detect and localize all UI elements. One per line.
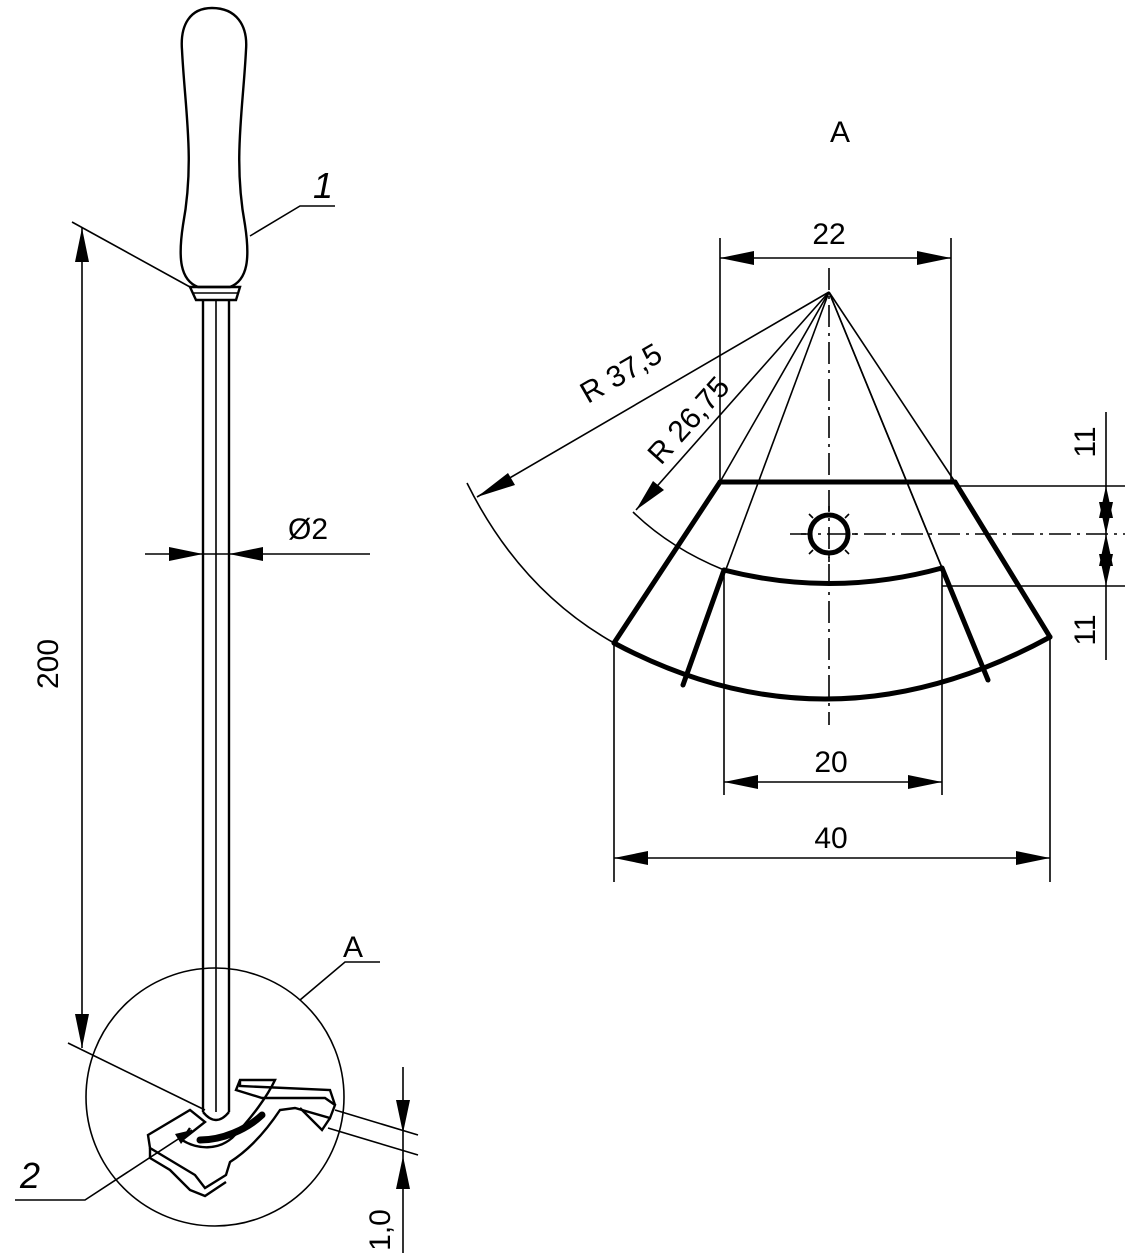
callout-2-leader <box>15 1129 193 1201</box>
detail-leader <box>299 961 380 1001</box>
inner-width-value: 20 <box>814 746 847 779</box>
dimension-diameter: Ø2 <box>145 513 370 561</box>
radius-inner-value: R 26,75 <box>642 371 737 471</box>
dimension-radius-inner: R 26,75 <box>632 291 830 571</box>
outer-width-value: 40 <box>814 822 847 855</box>
dimension-length: 200 <box>32 221 206 1111</box>
handle-outline <box>179 6 249 289</box>
detail-title: A <box>830 116 850 149</box>
dimension-inner-width: 20 <box>723 568 943 795</box>
dimension-heights: 11 11 <box>942 412 1125 660</box>
callout-2-label: 2 <box>19 1155 40 1196</box>
callout-1-label: 1 <box>313 165 333 206</box>
length-value: 200 <box>32 639 65 689</box>
blade-shape <box>146 1078 337 1198</box>
blade-outline <box>611 479 1053 702</box>
detail-view-a: A <box>466 116 1125 882</box>
radius-outer-value: R 37,5 <box>575 337 668 410</box>
dimension-thickness: 1,0 <box>327 1067 419 1253</box>
dimension-outer-width: 40 <box>613 637 1051 882</box>
stirrer-side-view: A 1 2 200 Ø2 <box>15 6 419 1253</box>
callout-1-leader <box>249 205 335 237</box>
detail-circle <box>85 967 345 1227</box>
center-hole <box>801 506 857 562</box>
top-width-value: 22 <box>812 218 845 251</box>
diameter-value: Ø2 <box>288 513 328 546</box>
dimension-top-width: 22 <box>719 218 952 482</box>
handle-ferrule <box>188 285 242 302</box>
detail-ref-label: A <box>343 931 363 964</box>
thickness-value: 1,0 <box>364 1209 397 1251</box>
lower-height-value: 11 <box>1069 614 1102 645</box>
upper-height-value: 11 <box>1069 426 1102 457</box>
